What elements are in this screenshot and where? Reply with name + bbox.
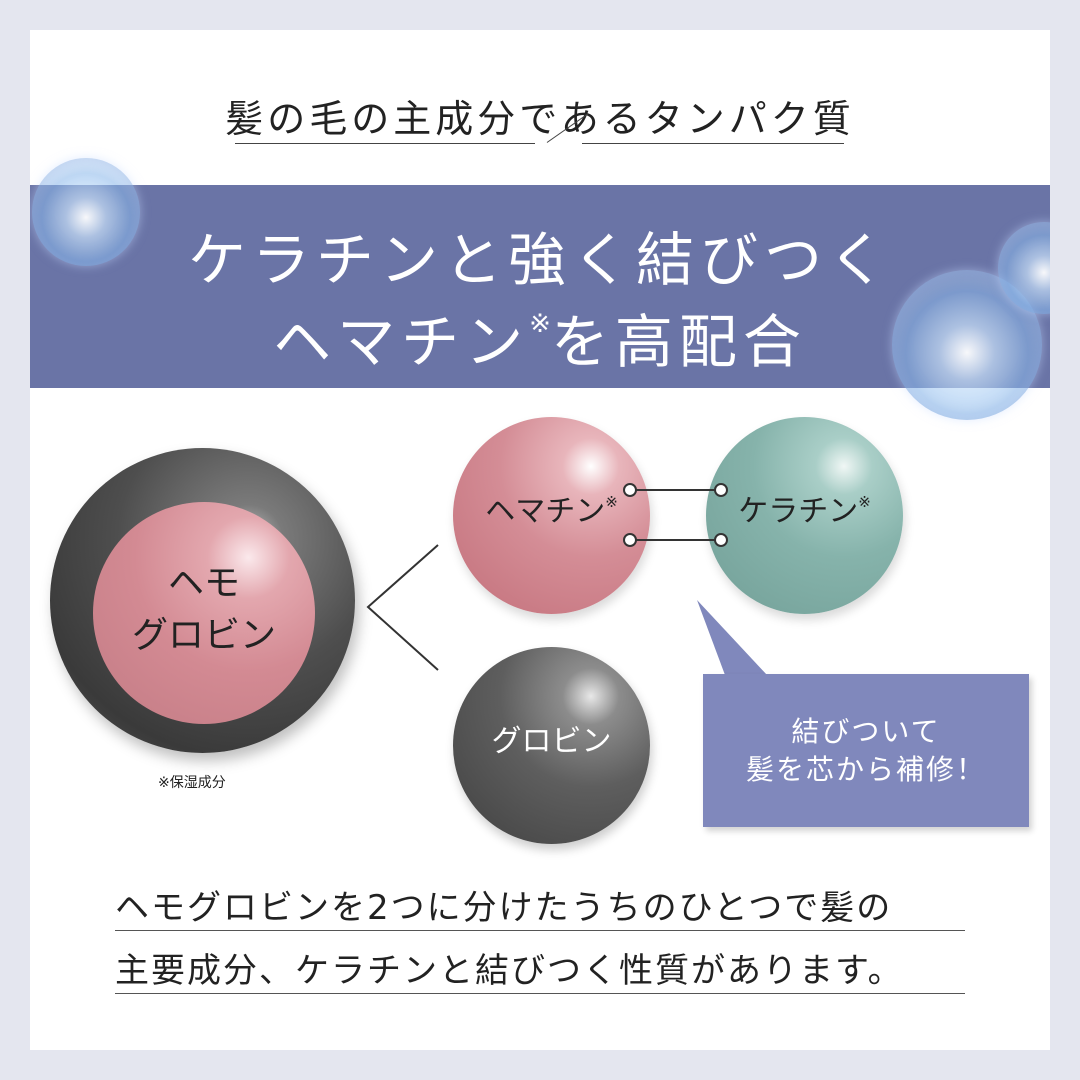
title-hematin: ヘマチン bbox=[273, 308, 530, 376]
callout-line-2: 髪を芯から補修！ bbox=[745, 752, 986, 786]
callout-pointer bbox=[697, 600, 767, 675]
hematin-label-text: ヘマチン bbox=[485, 494, 606, 529]
callout-line-1: 結びついて bbox=[791, 715, 941, 748]
bond-dot-keratin-bottom bbox=[714, 533, 728, 547]
callout-box bbox=[703, 674, 1029, 827]
subheading: 髪の毛の主成分であるタンパク質 bbox=[225, 97, 855, 141]
hemoglobin-label-line-1: ヘモ bbox=[167, 563, 240, 604]
title-line-2: ヘマチン※を高配合 bbox=[30, 295, 1050, 379]
hemoglobin-label-line-2: グロビン bbox=[131, 615, 276, 657]
title-line-1: ケラチンと強く結びつく bbox=[187, 226, 892, 294]
bond-dot-keratin-top bbox=[714, 483, 728, 497]
keratin-label: ケラチン※ bbox=[706, 492, 903, 531]
callout-text: 結びついて 髪を芯から補修！ bbox=[703, 713, 1029, 789]
keratin-label-text: ケラチン bbox=[738, 494, 859, 529]
hematin-footnote-mark: ※ bbox=[605, 493, 618, 511]
split-bracket bbox=[366, 544, 439, 671]
description-underline-2 bbox=[115, 993, 965, 994]
globin-sphere bbox=[453, 647, 650, 844]
hemoglobin-sphere-inner bbox=[93, 502, 315, 724]
description-underline-1 bbox=[115, 930, 965, 931]
bond-line-top bbox=[634, 489, 716, 491]
bond-line-bottom bbox=[634, 539, 716, 541]
title-tail: を高配合 bbox=[550, 308, 807, 376]
description-line-2: 主要成分、ケラチンと結びつく性質があります。 bbox=[115, 951, 904, 991]
hematin-label: ヘマチン※ bbox=[453, 492, 650, 531]
footnote: ※保湿成分 bbox=[158, 775, 226, 791]
bubble-left bbox=[32, 158, 140, 266]
subheading-underline-right bbox=[582, 143, 844, 144]
subheading-underline-left bbox=[235, 143, 535, 144]
title-footnote-mark: ※ bbox=[529, 309, 551, 339]
keratin-footnote-mark: ※ bbox=[858, 493, 871, 511]
hemoglobin-label: ヘモ グロビン bbox=[93, 558, 315, 662]
title-band bbox=[30, 185, 1050, 388]
description-line-1: ヘモグロビンを2つに分けたうちのひとつで髪の bbox=[115, 888, 893, 928]
bond-dot-hematin-bottom bbox=[623, 533, 637, 547]
keratin-sphere bbox=[706, 417, 903, 614]
globin-label: グロビン bbox=[491, 724, 612, 759]
hematin-sphere bbox=[453, 417, 650, 614]
content-card: 髪の毛の主成分であるタンパク質 ケラチンと強く結びつく ヘマチン※を高配合 ヘモ… bbox=[30, 30, 1050, 1050]
bond-dot-hematin-top bbox=[623, 483, 637, 497]
